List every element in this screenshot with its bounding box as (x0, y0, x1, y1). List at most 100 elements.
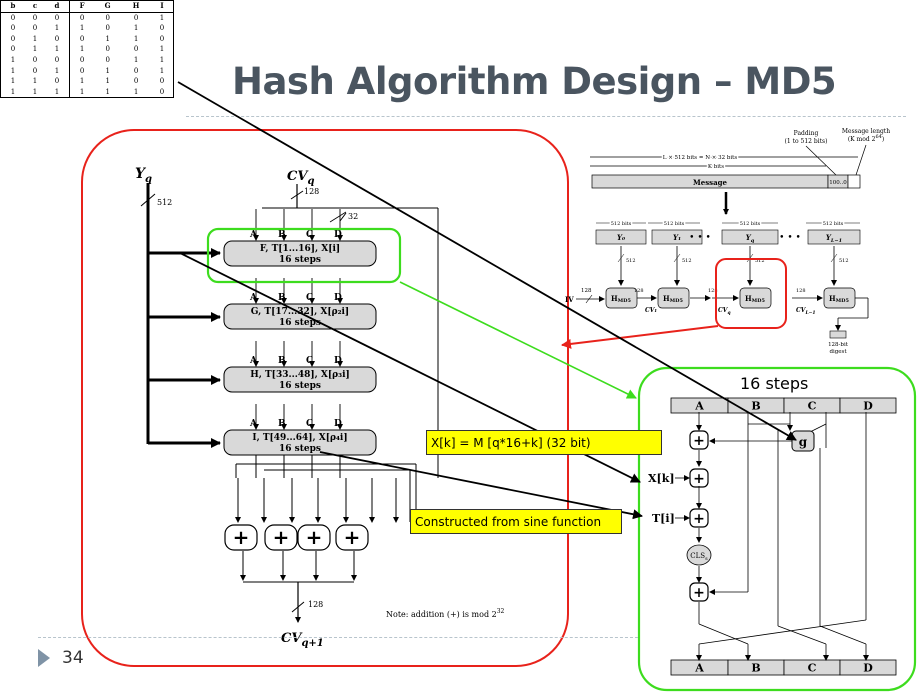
adder-symbol: + (233, 525, 250, 549)
truth-table-cell: 0 (10, 45, 16, 54)
message-block-y (807, 229, 861, 245)
digest-block (829, 330, 847, 339)
hmd5-block (739, 287, 772, 309)
digest-label-2: digest (829, 349, 847, 355)
word-bits-label: 32 (348, 212, 358, 221)
round-register-label: A (249, 419, 258, 429)
truth-table-cell: 1 (133, 24, 139, 33)
truth-table-cell: 1 (68, 86, 95, 98)
truth-table-cell: 1 (133, 87, 139, 96)
round-register-label: D (334, 230, 342, 240)
round-register-label: D (334, 293, 342, 303)
steps-highlight-frame (637, 366, 917, 692)
round-register-label: B (278, 230, 286, 240)
message-length-mod: (K mod 264) (848, 134, 884, 143)
message-block-label: Y₁ (673, 233, 681, 242)
adder-symbol: + (273, 525, 290, 549)
truth-table-cell: 1 (68, 44, 95, 55)
g-function-label: g (799, 435, 808, 449)
truth-table-cell: 0 (105, 24, 110, 33)
truth-table-cell: 0 (68, 54, 95, 66)
truth-table-cell: 0 (32, 24, 38, 33)
md5-overview: Padding (1 to 512 bits) Message length (… (565, 128, 890, 355)
truth-table-cell: 1 (54, 87, 60, 96)
step-adder (689, 582, 709, 602)
truth-table-cell: 1 (159, 66, 165, 75)
ti-pointer (319, 451, 643, 520)
adders-group: ++++ (224, 524, 369, 551)
truth-table-cell: 0 (68, 65, 95, 77)
round-steps-label: 16 steps (279, 255, 321, 265)
input-block-label: Yq (135, 166, 152, 185)
step-register-label: D (863, 662, 873, 675)
ti-input-label: T[i] (652, 512, 675, 525)
truth-table-cell: 1 (10, 55, 16, 64)
red-pointer-arrow (561, 325, 719, 349)
block-bits-label: 512 bits (823, 221, 844, 227)
round-register-label: D (334, 419, 342, 429)
round-register-label: D (334, 356, 342, 366)
truth-table-cell: 0 (105, 13, 110, 22)
step-adder (689, 508, 709, 528)
sine-callout: Constructed from sine function (410, 509, 622, 534)
truth-table-cell: 1 (32, 45, 38, 54)
step-register-label: C (808, 662, 817, 675)
truth-table-cell: 1 (159, 13, 165, 22)
green-pointer-arrow (399, 281, 637, 399)
compression-highlight-frame (81, 129, 569, 667)
message-block-label: YL−1 (826, 233, 842, 244)
block-input-bits: 512 (839, 258, 849, 264)
truth-table-cell: 1 (105, 87, 110, 96)
input-bits-label: 512 (157, 198, 172, 207)
step-register-label: A (694, 662, 704, 675)
feed-forward-adder (335, 524, 369, 551)
padding-value: 100..0 (829, 180, 847, 186)
truth-table-cell: 1 (54, 45, 60, 54)
round-box (223, 366, 377, 393)
xk-callout: X[k] = M [q*16+k] (32 bit) (426, 430, 662, 455)
hmd5-block (657, 287, 690, 309)
step-adder-symbol: + (693, 471, 705, 487)
truth-table-cell: 1 (32, 34, 38, 43)
footer-divider (38, 637, 638, 638)
step-register-label: C (808, 400, 817, 413)
round-register-label: A (249, 293, 258, 303)
step-adder-symbol: + (693, 433, 705, 449)
message-block-y (721, 229, 779, 245)
block-bits-label: 512 bits (740, 221, 761, 227)
output-bits-label: 128 (308, 600, 323, 609)
truth-table-cell: 0 (159, 77, 165, 86)
step-register-cell (839, 397, 897, 414)
round-register-label: B (278, 356, 286, 366)
truth-table-cell: 0 (32, 66, 38, 75)
truth-table-cell: 0 (159, 87, 165, 96)
round-function-label: F, T[1...16], X[i] (260, 244, 340, 254)
digest-label: 128-bit (828, 342, 849, 348)
round-steps-label: 16 steps (279, 318, 321, 328)
block-bits-label: 512 bits (611, 221, 632, 227)
feed-forward-adder (264, 524, 298, 551)
hmd5-label: HMD5 (611, 294, 631, 304)
steps-detail-title: 16 steps (740, 374, 809, 393)
truth-table-pointer (177, 81, 797, 441)
page-number: 34 (62, 648, 84, 668)
message-block-y (595, 229, 647, 245)
truth-table-cell: 1 (159, 45, 165, 54)
truth-table-cell: 1 (54, 66, 60, 75)
k-bits-label: K bits (708, 164, 724, 170)
truth-table-cell: 0 (159, 34, 165, 43)
feed-forward-adder (224, 524, 258, 551)
truth-table-cell: 1 (32, 77, 38, 86)
cv-bits-label: 128 (304, 187, 319, 196)
hmd5-label: HMD5 (663, 294, 683, 304)
hmd5-label: HMD5 (745, 294, 765, 304)
